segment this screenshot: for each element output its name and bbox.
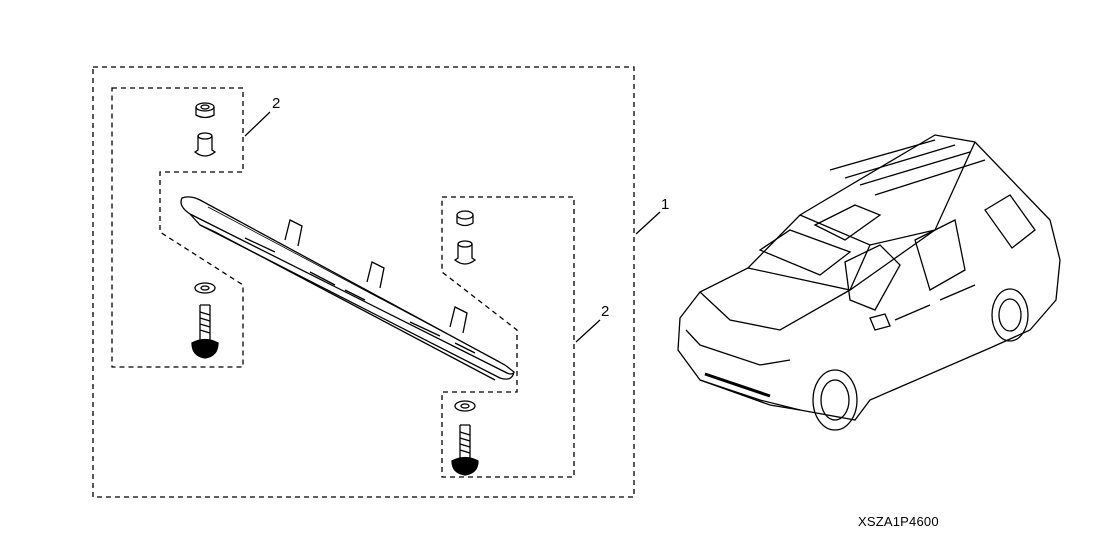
leader-line <box>575 319 601 343</box>
running-board <box>180 196 515 381</box>
vehicle-illustration <box>677 134 1061 431</box>
callout-number: 1 <box>661 196 670 213</box>
leader-line <box>635 211 661 235</box>
nut-icon <box>456 210 474 227</box>
drawing-code: XSZA1P4600 <box>858 514 939 529</box>
washer-icon <box>194 282 216 294</box>
nut-icon <box>195 102 215 119</box>
spacer-icon <box>193 132 217 157</box>
kit-boundary <box>92 66 635 498</box>
hardware-group-right-boundary <box>441 196 575 478</box>
callout-number: 2 <box>272 95 281 112</box>
callout-number: 2 <box>601 303 610 320</box>
bolt-icon <box>451 424 479 476</box>
bolt-icon <box>191 304 219 359</box>
spacer-icon <box>453 240 477 265</box>
washer-icon <box>454 400 476 412</box>
leader-line <box>244 111 271 137</box>
hardware-group-left-boundary <box>111 87 244 368</box>
